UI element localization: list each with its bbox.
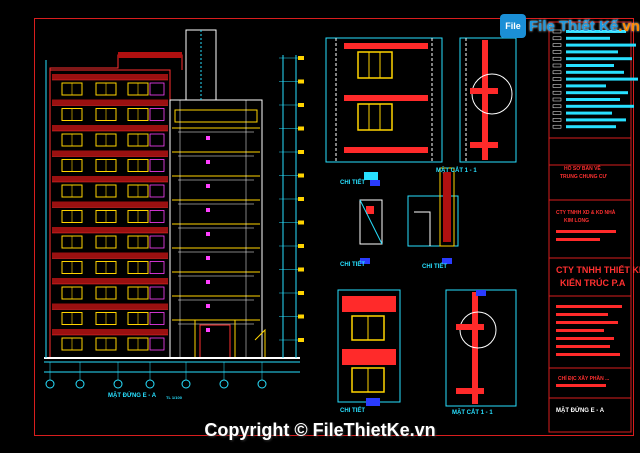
mid-details [359,167,459,264]
detail-label-4: CHI TIẾT [340,408,365,414]
detail-label-2: CHI TIẾT [340,262,365,268]
window-detail-bottom [337,289,401,403]
tb-project-line-2: TRUNG CHUNG CƯ [560,174,607,180]
tb-client-line-2: KIM LONG [564,218,589,224]
logo-name: File Thiết Kế.vn [529,17,640,35]
tb-project-line-1: HỒ SƠ BẢN VẼ [564,166,601,172]
main-elevation-title: MẶT ĐỨNG E - A [108,393,157,399]
section-label-2: MẶT CẮT 1 - 1 [452,410,493,416]
copyright-watermark: Copyright © FileThietKe.vn [204,420,436,440]
filethietke-logo[interactable]: File File Thiết Kế.vn [500,12,640,40]
detail-label-3: CHI TIẾT [422,264,447,270]
tb-sheet-title: MẶT ĐỨNG E - A [556,408,605,414]
section-bottom-right [445,289,517,407]
detail-label-1: CHI TIẾT [340,180,365,186]
section-label-1: MẶT CẮT 1 - 1 [436,168,477,174]
elevation-tower [169,29,266,359]
tb-firm-line-1: CTY TNHH THIẾT KẾ [556,265,640,275]
elevation-left-building [49,52,183,359]
window-detail-top [325,37,443,163]
drawing-border [34,18,634,436]
title-block-graphics [548,21,638,433]
tb-firm-line-2: KIẾN TRÚC P.A [560,278,626,288]
tb-phase: CHỈ ĐỊC XÂY PHẦN ... [558,376,610,382]
tb-client-line-1: CTY TNHH XD & KD NHÀ [556,210,616,216]
section-top-right [459,37,517,163]
main-elevation-scale: TL 1/100 [166,395,182,400]
logo-badge-icon: File [500,14,526,38]
